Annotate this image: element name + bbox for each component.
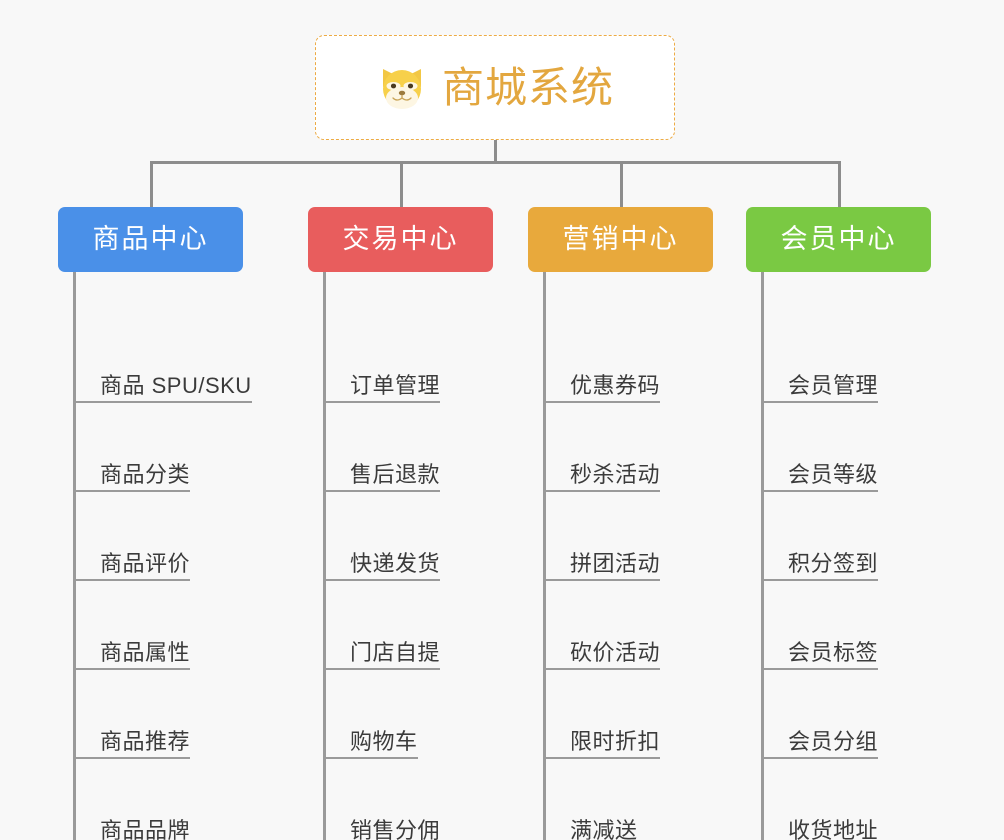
leaf-item[interactable]: 积分签到 (761, 535, 879, 581)
leaf-label: 订单管理 (350, 373, 441, 398)
leaf-label: 满减送 (570, 818, 638, 840)
branch-spine-4 (761, 272, 764, 840)
leaf-item[interactable]: 秒杀活动 (543, 446, 661, 492)
shiba-dog-icon (376, 65, 428, 111)
leaf-item[interactable]: 订单管理 (323, 357, 441, 403)
leaf-label: 会员管理 (788, 373, 879, 398)
branch-spine-3 (543, 272, 546, 840)
connector-root-stem (494, 140, 497, 164)
leaf-item[interactable]: 销售分佣 (323, 802, 440, 840)
leaf-item[interactable]: 商品 SPU/SKU (73, 357, 252, 403)
leaf-label: 商品推荐 (100, 729, 191, 754)
leaf-item[interactable]: 商品评价 (73, 535, 191, 581)
leaf-item[interactable]: 商品分类 (73, 446, 191, 492)
branch-column-4: 会员中心 会员管理会员等级积分签到会员标签会员分组收货地址 (746, 207, 931, 840)
leaf-label: 限时折扣 (570, 729, 661, 754)
branch-header-label: 营销中心 (562, 224, 679, 254)
leaf-item[interactable]: 商品属性 (73, 624, 191, 670)
leaf-label: 售后退款 (350, 462, 441, 487)
leaf-item[interactable]: 售后退款 (323, 446, 441, 492)
connector-horizontal-bar (150, 161, 841, 164)
leaf-label: 砍价活动 (570, 640, 661, 665)
leaf-label: 快递发货 (350, 551, 441, 576)
connector-drop-3 (620, 161, 623, 207)
leaf-item[interactable]: 会员等级 (761, 446, 879, 492)
leaf-label: 积分签到 (788, 551, 879, 576)
branch-header-label: 会员中心 (780, 224, 897, 254)
leaf-label: 商品品牌 (100, 818, 191, 840)
branch-column-1: 商品中心 商品 SPU/SKU 商品分类商品评价商品属性商品推荐商品品牌 (58, 207, 252, 840)
leaf-item[interactable]: 商品品牌 (73, 802, 190, 840)
leaf-label: 收货地址 (788, 818, 879, 840)
connector-drop-1 (150, 161, 153, 207)
leaf-label: 秒杀活动 (570, 462, 661, 487)
connector-drop-4 (838, 161, 841, 207)
leaf-label: 商品属性 (100, 640, 191, 665)
root-title: 商城系统 (441, 63, 614, 111)
branch-header-label: 交易中心 (342, 224, 459, 254)
leaf-item[interactable]: 拼团活动 (543, 535, 661, 581)
leaf-item[interactable]: 会员标签 (761, 624, 879, 670)
leaf-item[interactable]: 快递发货 (323, 535, 441, 581)
branch-column-3: 营销中心 优惠券码秒杀活动拼团活动砍价活动限时折扣满减送 (528, 207, 713, 840)
leaf-label: 商品 SPU/SKU (100, 373, 252, 398)
branch-header-1[interactable]: 商品中心 (58, 207, 243, 272)
leaf-item[interactable]: 商品推荐 (73, 713, 191, 759)
leaf-label: 会员分组 (788, 729, 879, 754)
leaf-item[interactable]: 会员管理 (761, 357, 879, 403)
leaf-label: 拼团活动 (570, 551, 661, 576)
leaf-item[interactable]: 门店自提 (323, 624, 441, 670)
branch-header-3[interactable]: 营销中心 (528, 207, 713, 272)
leaf-item[interactable]: 购物车 (323, 713, 418, 759)
leaf-item[interactable]: 砍价活动 (543, 624, 661, 670)
branch-header-4[interactable]: 会员中心 (746, 207, 931, 272)
leaf-item[interactable]: 会员分组 (761, 713, 879, 759)
branch-spine-2 (323, 272, 326, 840)
branch-header-2[interactable]: 交易中心 (308, 207, 493, 272)
leaf-label: 会员等级 (788, 462, 879, 487)
leaf-label: 销售分佣 (350, 818, 441, 840)
connector-drop-2 (400, 161, 403, 207)
root-node[interactable]: 商城系统 (315, 35, 675, 140)
leaf-label: 商品评价 (100, 551, 191, 576)
leaf-label: 会员标签 (788, 640, 879, 665)
leaf-label: 商品分类 (100, 462, 191, 487)
leaf-item[interactable]: 限时折扣 (543, 713, 661, 759)
leaf-item[interactable]: 满减送 (543, 802, 638, 840)
leaf-item[interactable]: 优惠券码 (543, 357, 661, 403)
leaf-item[interactable]: 收货地址 (761, 802, 878, 840)
leaf-label: 优惠券码 (570, 373, 661, 398)
branch-spine-1 (73, 272, 76, 840)
branch-column-2: 交易中心 订单管理售后退款快递发货门店自提购物车销售分佣 (308, 207, 493, 840)
branch-header-label: 商品中心 (92, 224, 209, 254)
leaf-label: 门店自提 (350, 640, 441, 665)
leaf-label: 购物车 (350, 729, 418, 754)
